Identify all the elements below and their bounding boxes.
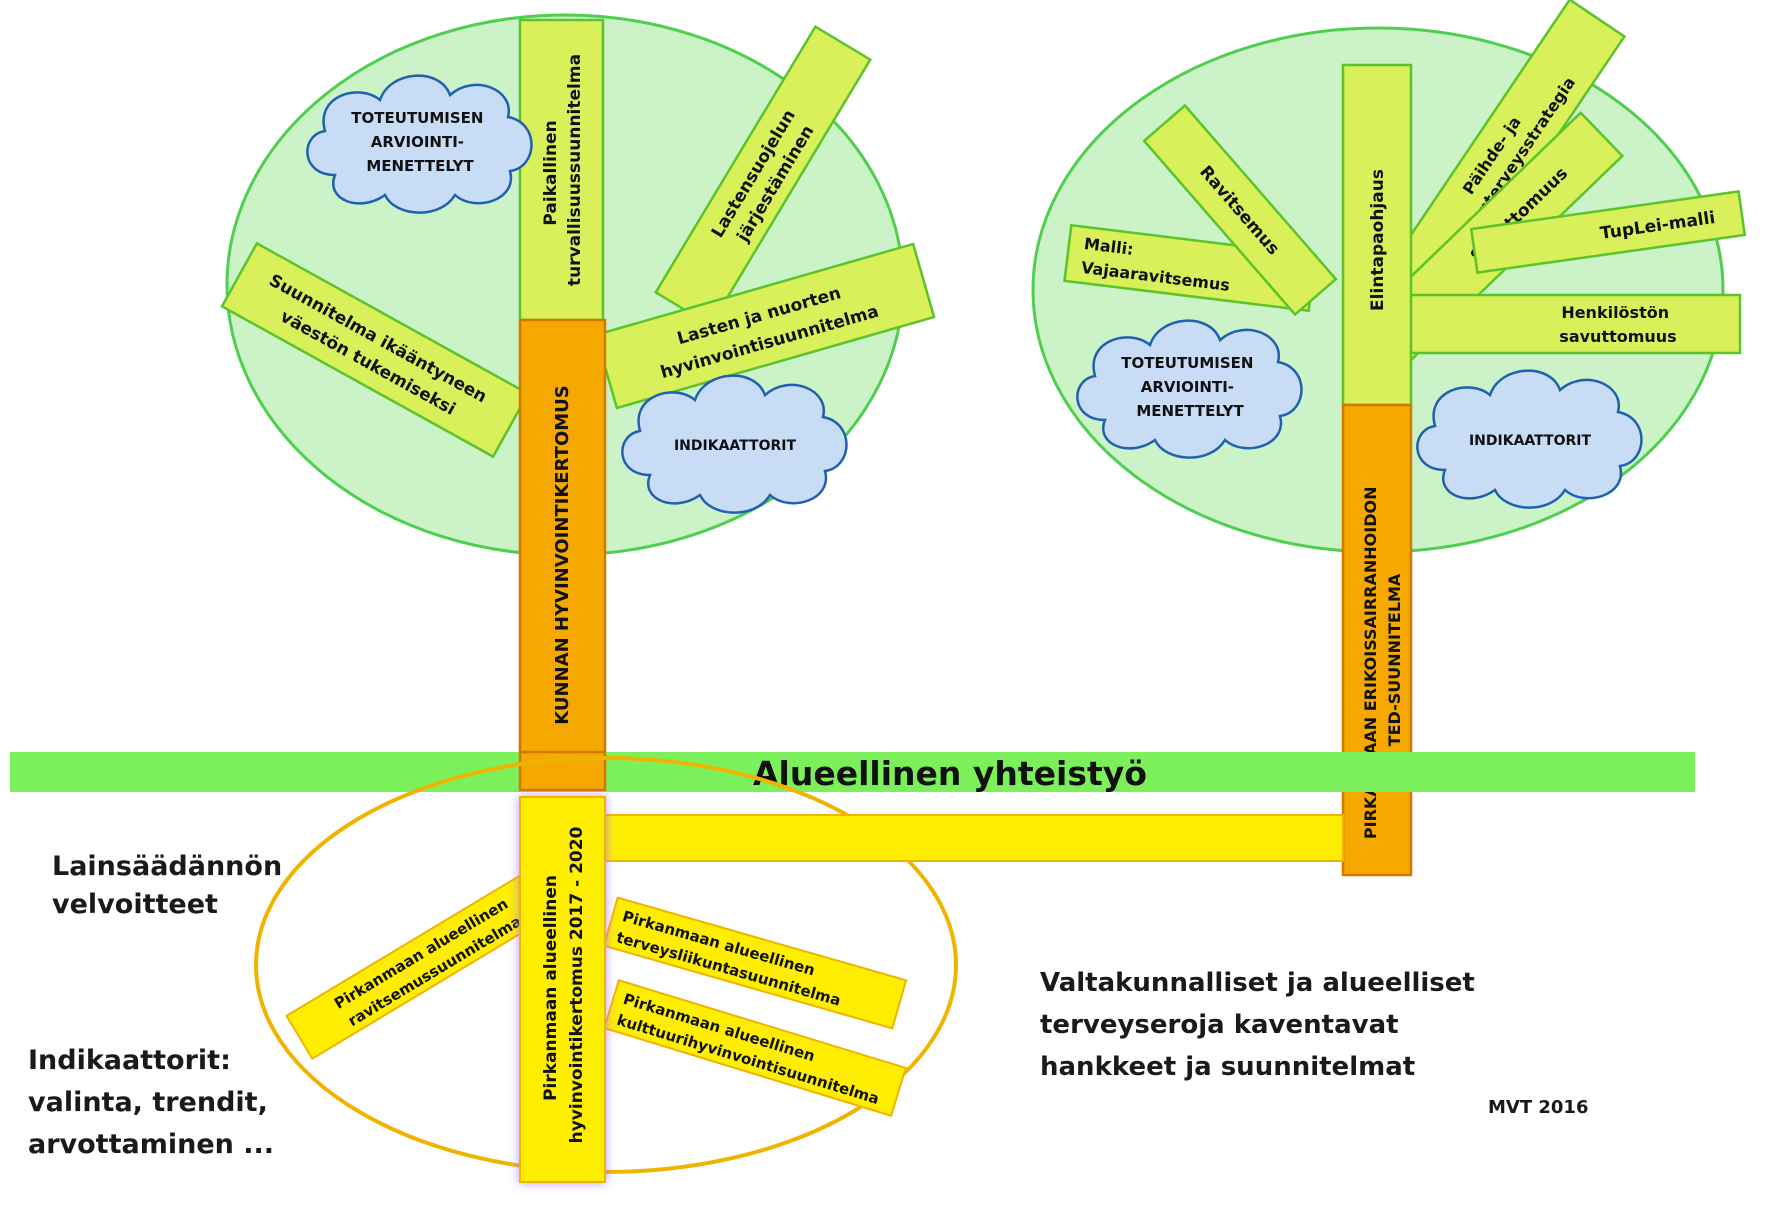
- left-cloud-arviointi-line1: TOTEUTUMISEN: [351, 109, 483, 127]
- right-cloud-arviointi-line3: MENETTELYT: [1136, 402, 1244, 420]
- credit-label: MVT 2016: [1488, 1097, 1589, 1118]
- note-indikaattorit-line3: arvottaminen ...: [28, 1129, 275, 1160]
- right-cloud-arviointi-line1: TOTEUTUMISEN: [1121, 354, 1253, 372]
- branch-elintapaohjaus-label: Elintapaohjaus: [1368, 169, 1388, 311]
- right-trunk: PIRKANMAAN ERIKOISSAIRRANHOIDON TED-SUUN…: [1341, 403, 1413, 877]
- left-cloud-arviointi: TOTEUTUMISEN ARVIOINTI- MENETTELYT: [306, 74, 533, 214]
- right-trunk-line1: PIRKANMAAN ERIKOISSAIRRANHOIDON: [1361, 487, 1380, 840]
- branch-henkiloston: Henkilöstön savuttomuus: [1408, 293, 1742, 355]
- note-lainsaadanto-line2: velvoitteet: [52, 889, 218, 920]
- root-trunk-line2: hyvinvointikertomus 2017 - 2020: [567, 826, 587, 1143]
- right-cloud-arviointi-line2: ARVIOINTI-: [1141, 378, 1234, 396]
- svg-text:TOTEUTUMISEN ARVIOINTI: TOTEUTUMISEN ARVIOINTI- MENETTELYT: [1121, 354, 1258, 420]
- right-cloud-indikaattorit-label: INDIKAATTORIT: [1469, 433, 1591, 449]
- right-cloud-arviointi: TOTEUTUMISEN ARVIOINTI- MENETTELYT: [1076, 319, 1303, 459]
- note-lainsaadanto-line1: Lainsäädännön: [52, 851, 283, 882]
- note-valtakunnalliset-line3: hankkeet ja suunnitelmat: [1040, 1052, 1416, 1082]
- svg-text:Henkilöstön savuttomuu: Henkilöstön savuttomuus: [1559, 303, 1676, 346]
- branch-henkiloston-line2: savuttomuus: [1559, 327, 1676, 346]
- left-cloud-indikaattorit: INDIKAATTORIT: [621, 374, 848, 514]
- left-cloud-arviointi-line2: ARVIOINTI-: [371, 133, 464, 151]
- svg-text:Pirkanmaan alueellinen: Pirkanmaan alueellinen hyvinvointikertom…: [541, 826, 587, 1143]
- right-trunk-line2: TED-SUUNNITELMA: [1385, 573, 1404, 746]
- band-label: Alueellinen yhteistyö: [753, 754, 1147, 793]
- note-indikaattorit: Indikaattorit: valinta, trendit, arvotta…: [28, 1040, 274, 1166]
- branch-elintapaohjaus: Elintapaohjaus: [1341, 63, 1413, 407]
- branch-turvallisuus-line1: Paikallinen: [541, 120, 561, 225]
- note-lainsaadanto: Lainsäädännön velvoitteet: [52, 848, 282, 924]
- left-cloud-arviointi-line3: MENETTELYT: [366, 157, 474, 175]
- root-trunk-line1: Pirkanmaan alueellinen: [541, 875, 561, 1101]
- branch-lapset: Lasten ja nuorten hyvinvointisuunnitelma: [594, 242, 936, 410]
- note-indikaattorit-line1: Indikaattorit:: [28, 1045, 231, 1076]
- right-cloud-indikaattorit: INDIKAATTORIT: [1416, 369, 1643, 509]
- regional-cooperation-band: Alueellinen yhteistyö: [10, 752, 1695, 793]
- svg-text:Paikallinen turvallisu: Paikallinen turvallisuussuunnitelma: [541, 54, 585, 286]
- branch-turvallisuus: Paikallinen turvallisuussuunnitelma: [518, 18, 605, 322]
- left-cloud-indikaattorit-label: INDIKAATTORIT: [674, 438, 796, 454]
- branch-tuplei: TupLei-malli: [1469, 190, 1747, 274]
- note-valtakunnalliset: Valtakunnalliset ja alueelliset terveyse…: [1040, 962, 1475, 1088]
- left-trunk: KUNNAN HYVINVOINTIKERTOMUS: [518, 318, 607, 792]
- branch-turvallisuus-line2: turvallisuussuunnitelma: [565, 54, 585, 286]
- svg-text:PIRKANMAAN ERIKOISSAIRRANHOIDO: PIRKANMAAN ERIKOISSAIRRANHOIDON TED-SUUN…: [1361, 481, 1404, 839]
- root-trunk: Pirkanmaan alueellinen hyvinvointikertom…: [519, 796, 606, 1183]
- svg-text:TOTEUTUMISEN ARVIOINTI: TOTEUTUMISEN ARVIOINTI- MENETTELYT: [351, 109, 488, 175]
- left-trunk-label: KUNNAN HYVINVOINTIKERTOMUS: [552, 385, 573, 724]
- root-connector: [604, 814, 1344, 862]
- note-valtakunnalliset-line1: Valtakunnalliset ja alueelliset: [1040, 968, 1475, 998]
- note-indikaattorit-line2: valinta, trendit,: [28, 1087, 268, 1118]
- note-valtakunnalliset-line2: terveyseroja kaventavat: [1040, 1010, 1399, 1040]
- branch-henkiloston-line1: Henkilöstön: [1561, 303, 1669, 322]
